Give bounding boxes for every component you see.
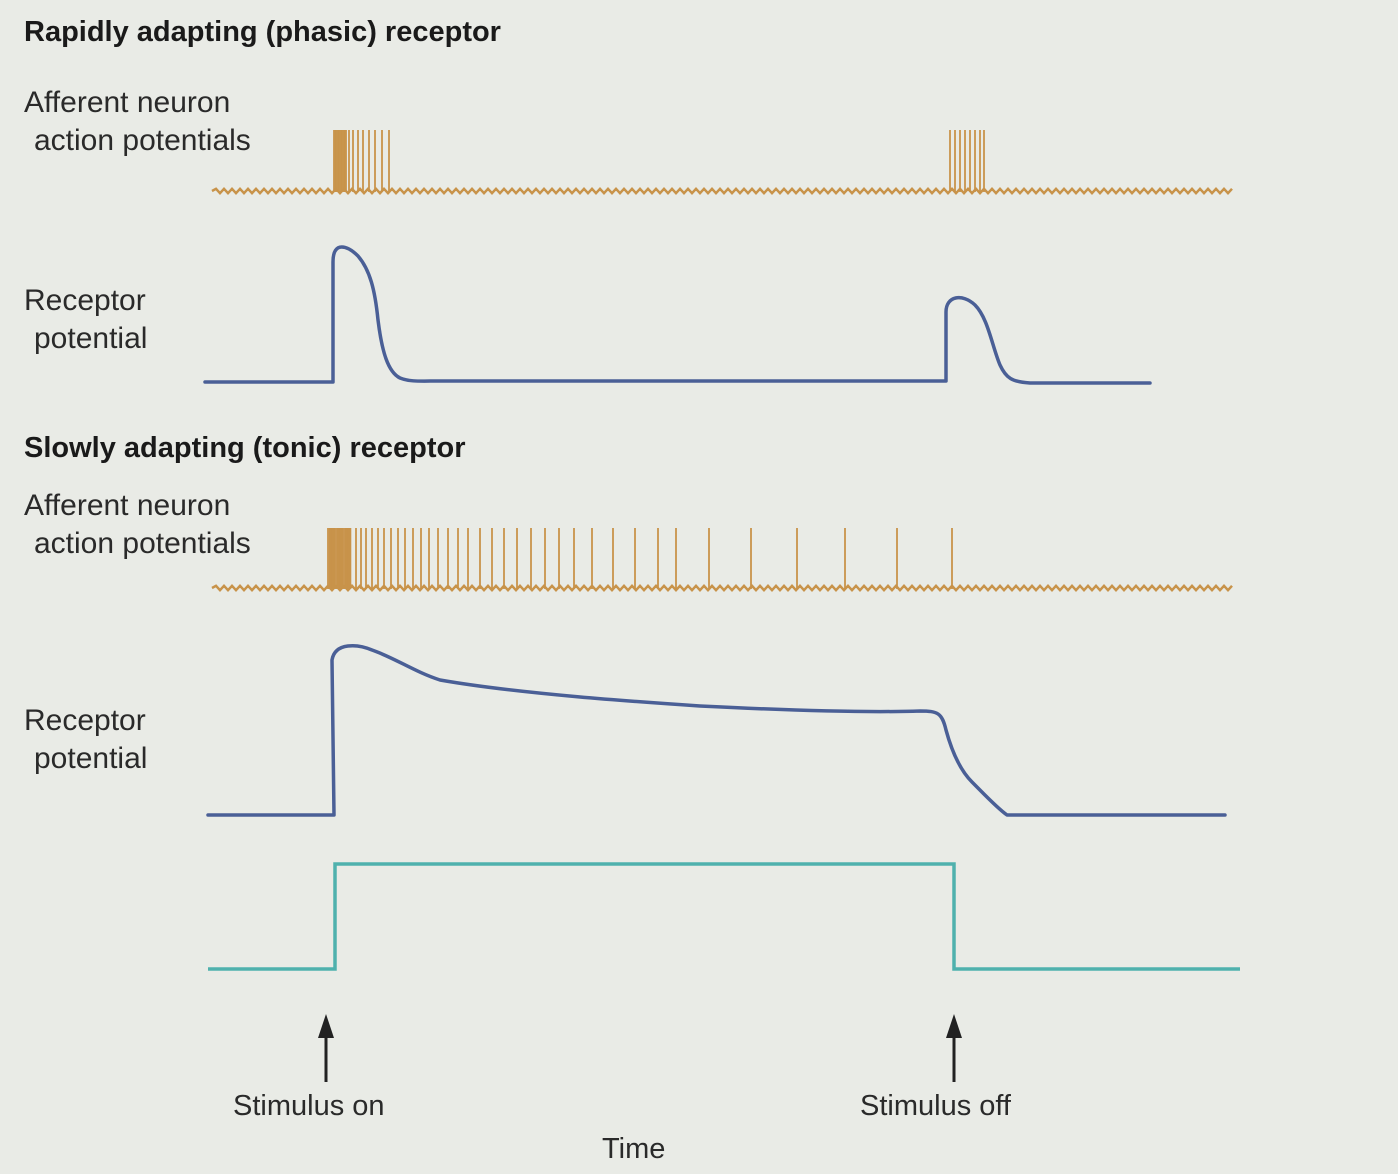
slow-ap-label: Afferent neuron action potentials [24,487,251,563]
slow-ap-baseline [211,583,1233,593]
rapid-ap-spikes [333,130,985,192]
slow-rp-label-line2: potential [34,742,148,775]
slow-rp-label-line1: Receptor [24,704,146,737]
stimulus-trace [208,862,1240,971]
rapid-receptor-potential-trace [203,245,1152,385]
slow-heading: Slowly adapting (tonic) receptor [24,432,466,464]
slow-rp-label: Receptor potential [24,702,147,778]
rapid-ap-label-line1: Afferent neuron [24,86,231,119]
rapid-rp-label: Receptor potential [24,282,147,358]
rapid-rp-label-line2: potential [34,322,148,355]
time-label: Time [602,1133,666,1165]
rapid-ap-baseline [211,186,1233,196]
rapid-heading: Rapidly adapting (phasic) receptor [24,16,501,48]
rapid-ap-label-line2: action potentials [34,124,251,157]
rapid-rp-label-line1: Receptor [24,284,146,317]
stimulus-off-label: Stimulus off [860,1090,1011,1122]
rapid-ap-label: Afferent neuron action potentials [24,84,251,160]
slow-ap-spikes [327,528,953,589]
stimulus-on-label: Stimulus on [233,1090,385,1122]
slow-ap-label-line2: action potentials [34,527,251,560]
stimulus-off-arrow-icon [946,1014,962,1082]
slow-ap-label-line1: Afferent neuron [24,489,231,522]
stimulus-on-arrow-icon [318,1014,334,1082]
slow-receptor-potential-trace [206,644,1227,817]
